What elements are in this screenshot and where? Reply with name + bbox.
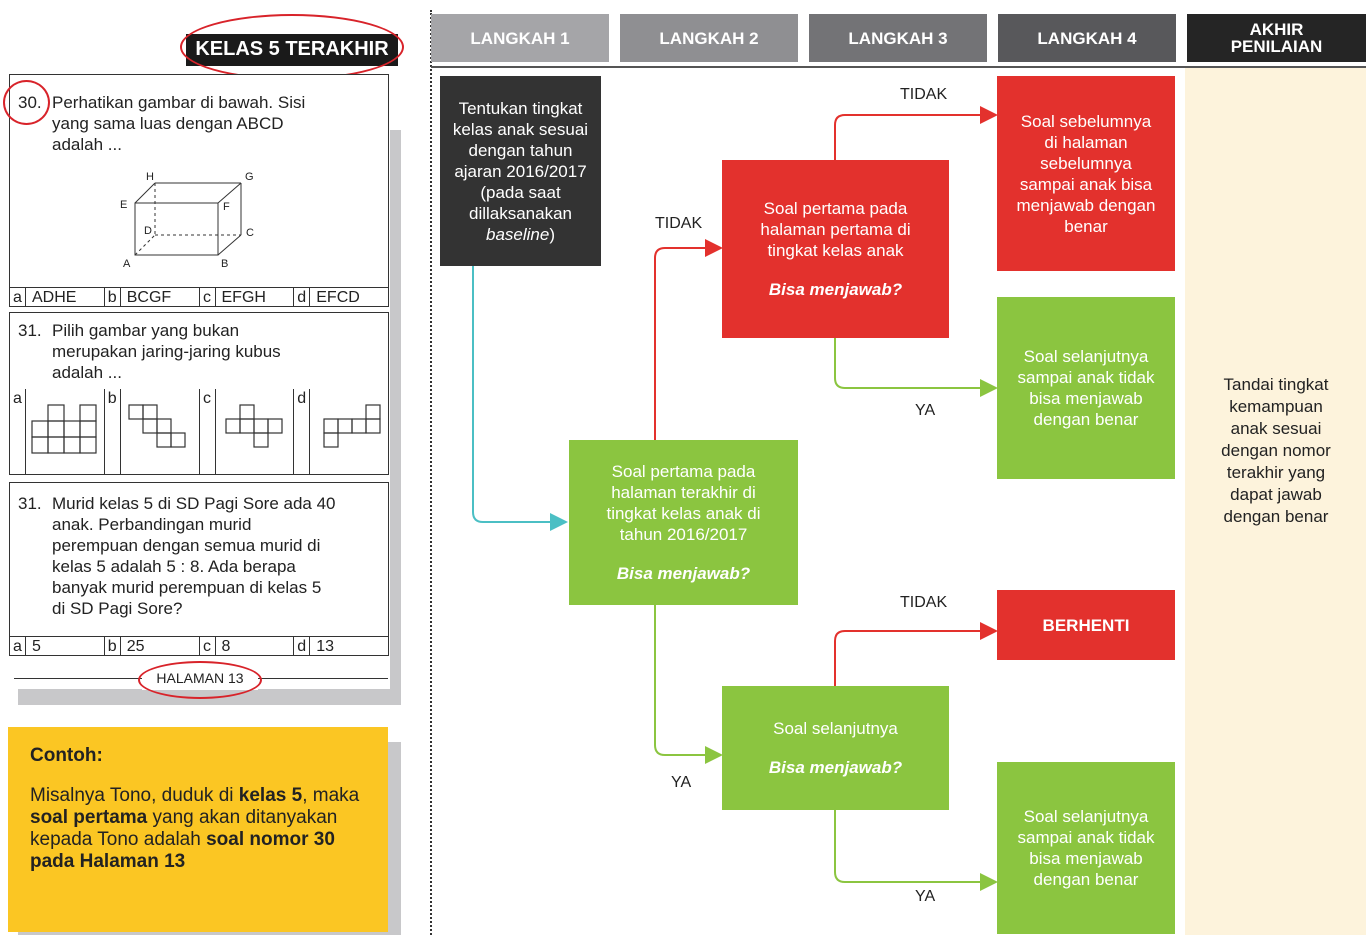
question-number: 31. bbox=[18, 321, 42, 340]
example-box: Contoh: Misalnya Tono, duduk di kelas 5,… bbox=[8, 727, 388, 932]
net-option-d[interactable]: d bbox=[293, 389, 388, 474]
step-1-header: LANGKAH 1 bbox=[431, 14, 609, 62]
step-1-box: Tentukan tingkat kelas anak sesuai denga… bbox=[440, 76, 601, 266]
question-text: banyak murid perempuan di kelas 5 bbox=[52, 578, 322, 597]
vertex-label: C bbox=[246, 227, 254, 239]
step-2-header: LANGKAH 2 bbox=[620, 14, 798, 62]
question-number-highlight bbox=[3, 80, 50, 125]
question-31-nets: 31. Pilih gambar yang bukan merupakan jar… bbox=[9, 312, 389, 390]
vertex-label: A bbox=[123, 258, 131, 270]
example-title: Contoh: bbox=[30, 745, 103, 766]
step-3-header: LANGKAH 3 bbox=[809, 14, 987, 62]
options-q31-nets: a b c d bbox=[9, 389, 389, 475]
vertex-label: D bbox=[144, 225, 152, 237]
question-text: adalah ... bbox=[52, 363, 122, 382]
question-text: di SD Pagi Sore? bbox=[52, 599, 183, 618]
step-3-first-page-box: Soal pertama pada halaman pertama di tin… bbox=[722, 160, 949, 338]
vertex-label: E bbox=[120, 199, 127, 211]
label-ya-step3-bottom: YA bbox=[915, 888, 936, 905]
question-text: merupakan jaring-jaring kubus bbox=[52, 342, 281, 361]
question-31-ratio: 31.Murid kelas 5 di SD Pagi Sore ada 40 … bbox=[9, 482, 389, 637]
question-number: 31. bbox=[18, 494, 42, 513]
header-rule bbox=[431, 66, 1366, 68]
vertex-label: H bbox=[146, 171, 154, 183]
final-column bbox=[1185, 66, 1366, 935]
cuboid-figure: H G E F D C A B bbox=[120, 171, 254, 270]
question-text: adalah ... bbox=[52, 135, 122, 154]
question-text: Pilih gambar yang bukan bbox=[52, 321, 240, 340]
final-instruction: Tandai tingkat kemampuan anak sesuai den… bbox=[1221, 375, 1331, 526]
label-tidak-step3-top: TIDAK bbox=[900, 86, 948, 103]
question-text: Murid kelas 5 di SD Pagi Sore ada 40 bbox=[52, 494, 336, 513]
vertex-label: B bbox=[221, 258, 228, 270]
question-text: kelas 5 adalah 5 : 8. Ada berapa bbox=[52, 557, 296, 576]
label-ya-step3-top: YA bbox=[915, 402, 936, 419]
page-number-highlight bbox=[138, 661, 262, 699]
step-4-stop-box: BERHENTI bbox=[997, 590, 1175, 660]
label-ya-step2: YA bbox=[671, 774, 692, 791]
example-body: Misalnya Tono, duduk di kelas 5, maka so… bbox=[30, 785, 360, 872]
step-4-next-box-1: Soal selanjutnya sampai anak tidak bisa … bbox=[997, 297, 1175, 479]
step-2-box: Soal pertama pada halaman terakhir di ti… bbox=[569, 440, 798, 605]
vertical-divider bbox=[430, 10, 432, 935]
net-option-c[interactable]: c bbox=[198, 389, 294, 474]
net-option-b[interactable]: b bbox=[103, 389, 199, 474]
step-4-header: LANGKAH 4 bbox=[998, 14, 1176, 62]
label-tidak-step2: TIDAK bbox=[655, 215, 703, 232]
step-3-next-question-box: Soal selanjutnya Bisa menjawab? bbox=[722, 686, 949, 810]
vertex-label: F bbox=[223, 201, 230, 213]
question-text: yang sama luas dengan ABCD bbox=[52, 114, 284, 133]
question-text: Perhatikan gambar di bawah. Sisi bbox=[52, 93, 306, 112]
question-text: anak. Perbandingan murid bbox=[52, 515, 252, 534]
step-4-next-box-2: Soal selanjutnya sampai anak tidak bisa … bbox=[997, 762, 1175, 934]
final-header: AKHIR PENILAIAN bbox=[1187, 14, 1366, 62]
question-text: perempuan dengan semua murid di bbox=[52, 536, 321, 555]
step-4-previous-box: Soal sebelumnya di halaman sebelumnya sa… bbox=[997, 76, 1175, 271]
question-30: 30.Perhatikan gambar di bawah. Sisi yang… bbox=[9, 74, 389, 288]
vertex-label: G bbox=[245, 171, 254, 183]
label-tidak-step3-bottom: TIDAK bbox=[900, 594, 948, 611]
net-option-a[interactable]: a bbox=[10, 389, 104, 474]
